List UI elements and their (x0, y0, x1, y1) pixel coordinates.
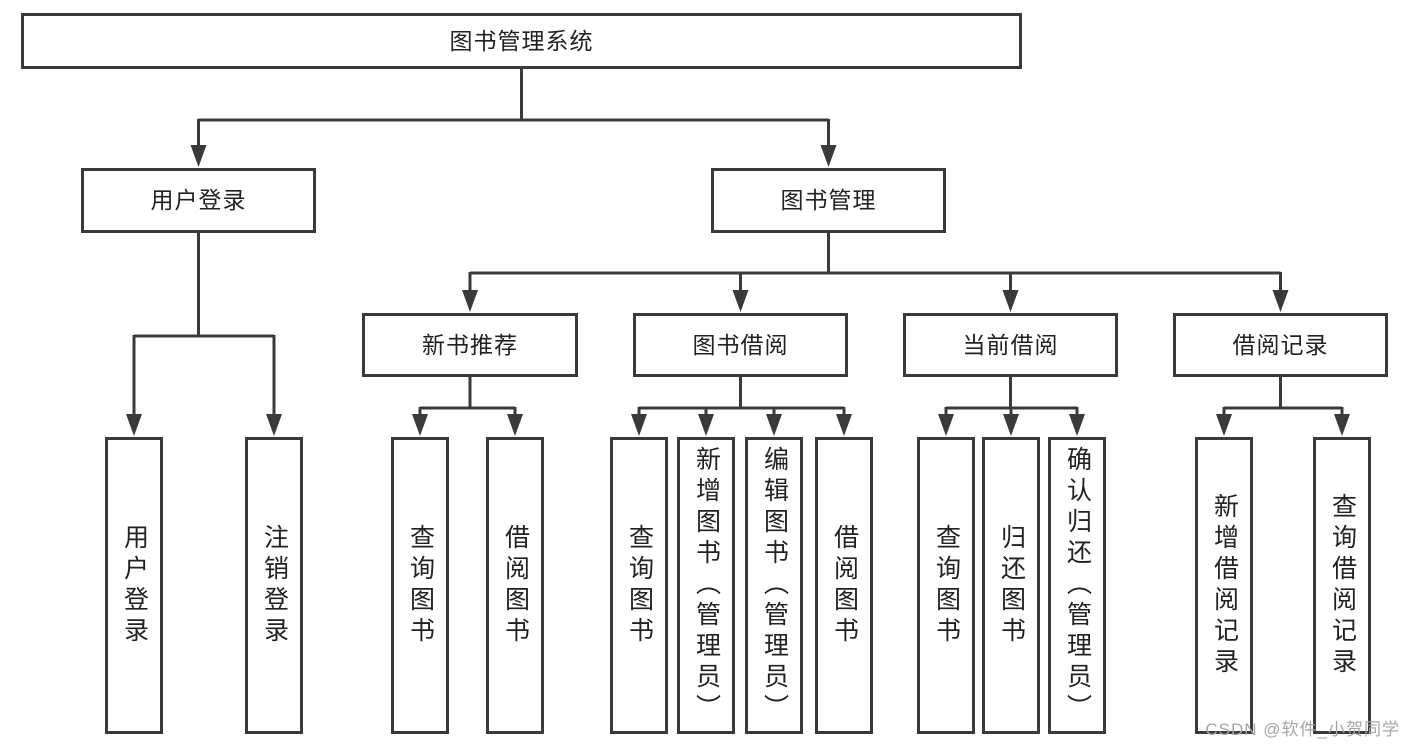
arrow-icon (1216, 414, 1232, 436)
arrow-icon (938, 414, 954, 436)
arrow-icon (732, 290, 749, 312)
connector-current-to-leaves (944, 377, 1079, 417)
arrow-icon (266, 414, 282, 436)
csdn-watermark: CSDN @软件_小贺同学 (1205, 720, 1400, 739)
leaf-borrow-books: 借阅图书 (815, 437, 873, 734)
arrow-icon (1272, 290, 1289, 312)
leaf-return-books: 归还图书 (982, 437, 1040, 734)
leaf-borrow-books-newbook: 借阅图书 (486, 437, 544, 734)
leaf-query-books-current: 查询图书 (917, 437, 975, 734)
arrow-icon (631, 414, 647, 436)
node-borrow-records: 借阅记录 (1173, 313, 1388, 377)
arrowheads (126, 145, 1350, 436)
node-book-management: 图书管理 (711, 168, 946, 233)
connector-manage-to-level3 (468, 233, 1282, 293)
leaf-logout: 注销登录 (245, 437, 303, 734)
arrow-icon (1002, 290, 1019, 312)
leaf-confirm-return-admin: 确认归还（管理员） (1048, 437, 1106, 734)
leaf-add-books-admin: 新增图书（管理员） (677, 437, 735, 734)
node-current-borrow: 当前借阅 (903, 313, 1118, 377)
leaf-query-books-newbook: 查询图书 (391, 437, 449, 734)
connector-records-to-leaves (1222, 377, 1344, 417)
arrow-icon (820, 145, 837, 167)
leaf-query-borrow-record: 查询借阅记录 (1313, 437, 1371, 734)
node-new-book-recommend: 新书推荐 (362, 313, 578, 377)
arrow-icon (836, 414, 852, 436)
leaf-query-books-borrow: 查询图书 (610, 437, 668, 734)
connector-root-to-level2 (197, 69, 830, 148)
node-user-login: 用户登录 (81, 168, 316, 233)
leaf-edit-books-admin: 编辑图书（管理员） (745, 437, 803, 734)
connector-borrow-to-leaves (637, 377, 846, 417)
connector-newbook-to-leaves (418, 377, 517, 417)
leaf-user-login: 用户登录 (105, 437, 163, 734)
arrow-icon (1003, 414, 1019, 436)
node-book-borrow: 图书借阅 (633, 313, 848, 377)
arrow-icon (1334, 414, 1350, 436)
arrow-icon (126, 414, 142, 436)
leaf-add-borrow-record: 新增借阅记录 (1195, 437, 1253, 734)
arrow-icon (698, 414, 714, 436)
node-book-management-system: 图书管理系统 (21, 13, 1022, 69)
connector-login-to-leaves (132, 233, 276, 417)
arrow-icon (1069, 414, 1085, 436)
arrow-icon (412, 414, 428, 436)
arrow-icon (507, 414, 523, 436)
arrow-icon (190, 145, 207, 167)
arrow-icon (766, 414, 782, 436)
arrow-icon (462, 290, 478, 312)
